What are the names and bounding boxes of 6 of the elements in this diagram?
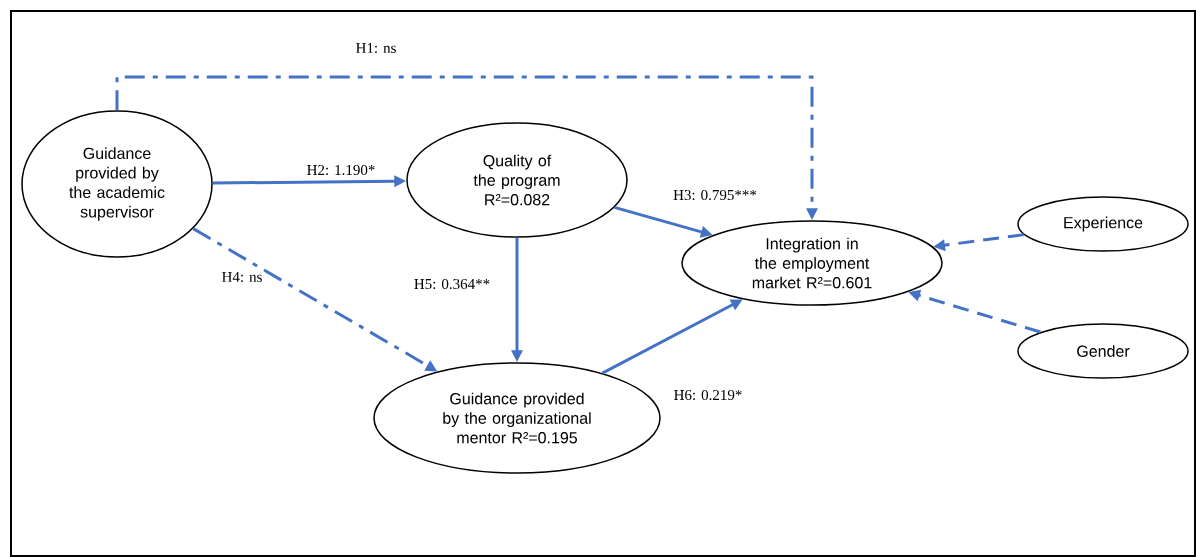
edge-label: H3: 0.795*** (672, 188, 758, 202)
edge-label: H1: ns (354, 41, 398, 55)
edge-label: H4: ns (220, 270, 264, 284)
edge-label: H2: 1.190* (305, 163, 377, 177)
edge-label: H6: 0.219* (672, 388, 744, 402)
edge-label: H5: 0.364** (412, 277, 492, 291)
